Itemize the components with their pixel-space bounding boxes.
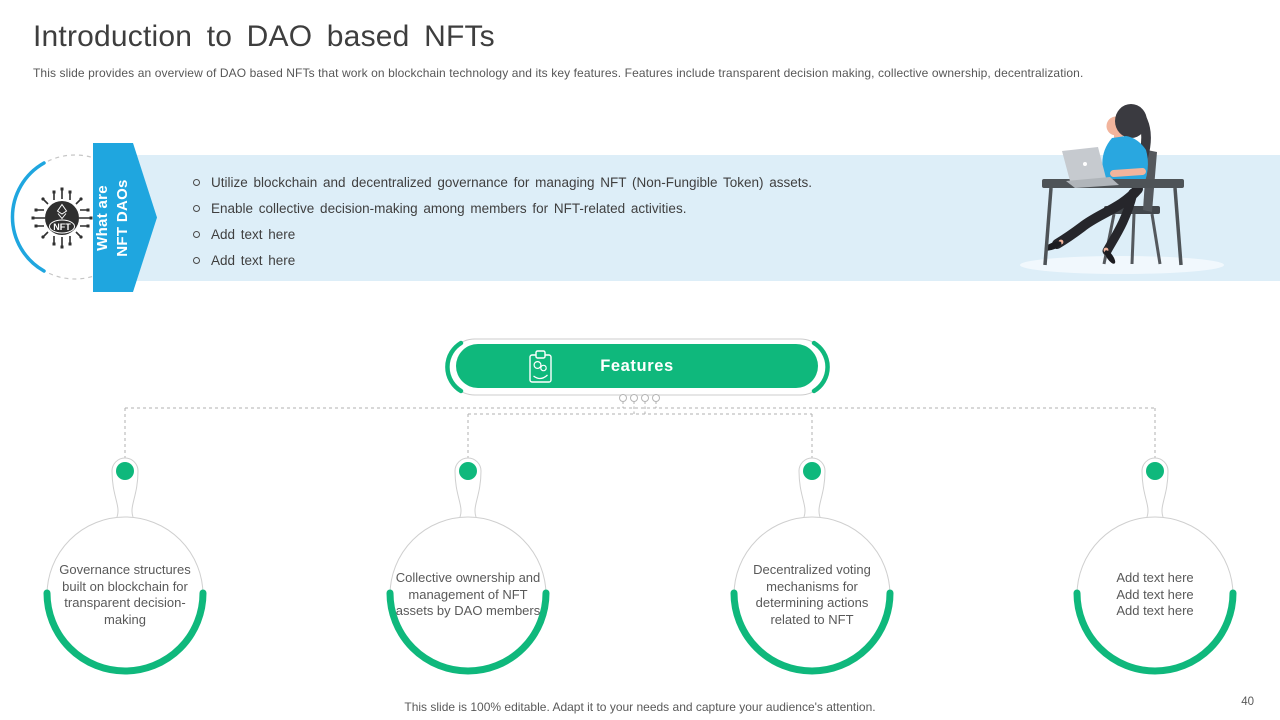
- page-title: Introduction to DAO based NFTs: [33, 20, 495, 53]
- banner-arrow: [93, 143, 157, 292]
- bullet-text: Utilize blockchain and decentralized gov…: [211, 174, 813, 190]
- bullet-item: Utilize blockchain and decentralized gov…: [193, 169, 953, 195]
- connector-lines: [124, 394, 1156, 458]
- feature-node-text: Collective ownership and management of N…: [395, 570, 541, 619]
- bullet-text-placeholder: Add text here: [211, 226, 296, 242]
- bullet-text-placeholder: Add text here: [211, 252, 296, 268]
- bullet-item: Add text here: [193, 247, 953, 273]
- woman-at-desk-illustration: [1020, 104, 1224, 274]
- slide-subtitle: This slide provides an overview of DAO b…: [33, 66, 1084, 80]
- node-pins: [111, 457, 1169, 518]
- clipboard-gears-icon: [529, 350, 552, 383]
- node-circles: [43, 516, 1237, 675]
- bullet-item: Enable collective decision-making among …: [193, 195, 953, 221]
- nft-badge: NFT: [10, 143, 157, 292]
- hair: [1115, 104, 1147, 138]
- nft-chip-icon: NFT: [31, 187, 93, 249]
- bullet-list: Utilize blockchain and decentralized gov…: [193, 169, 953, 273]
- feature-node-text-placeholder: Add text here Add text here Add text her…: [1116, 570, 1194, 619]
- badge-blue-arc: [10, 161, 46, 273]
- footer-note: This slide is 100% editable. Adapt it to…: [404, 700, 876, 714]
- nft-icon-text: NFT: [53, 222, 71, 232]
- bullet-item: Add text here: [193, 221, 953, 247]
- banner-heading-line1: What are: [94, 185, 111, 251]
- features-title: Features: [600, 357, 674, 375]
- page-number: 40: [1241, 696, 1254, 708]
- feature-nodes: [43, 457, 1237, 675]
- bullet-marker-icon: [193, 204, 200, 212]
- bullet-marker-icon: [193, 256, 200, 264]
- feature-node-text: Governance structures built on blockchai…: [59, 562, 191, 627]
- features-pill: [445, 338, 830, 396]
- bullet-marker-icon: [193, 230, 200, 238]
- bullet-marker-icon: [193, 178, 200, 186]
- banner-heading: What are NFT DAOs: [90, 138, 136, 298]
- bullet-text: Enable collective decision-making among …: [211, 200, 687, 216]
- illustration-shadow: [1020, 256, 1224, 274]
- laptop-base: [1066, 177, 1119, 188]
- feature-node-text: Decentralized voting mechanisms for dete…: [753, 562, 871, 627]
- banner-heading-line2: NFT DAOs: [114, 179, 131, 257]
